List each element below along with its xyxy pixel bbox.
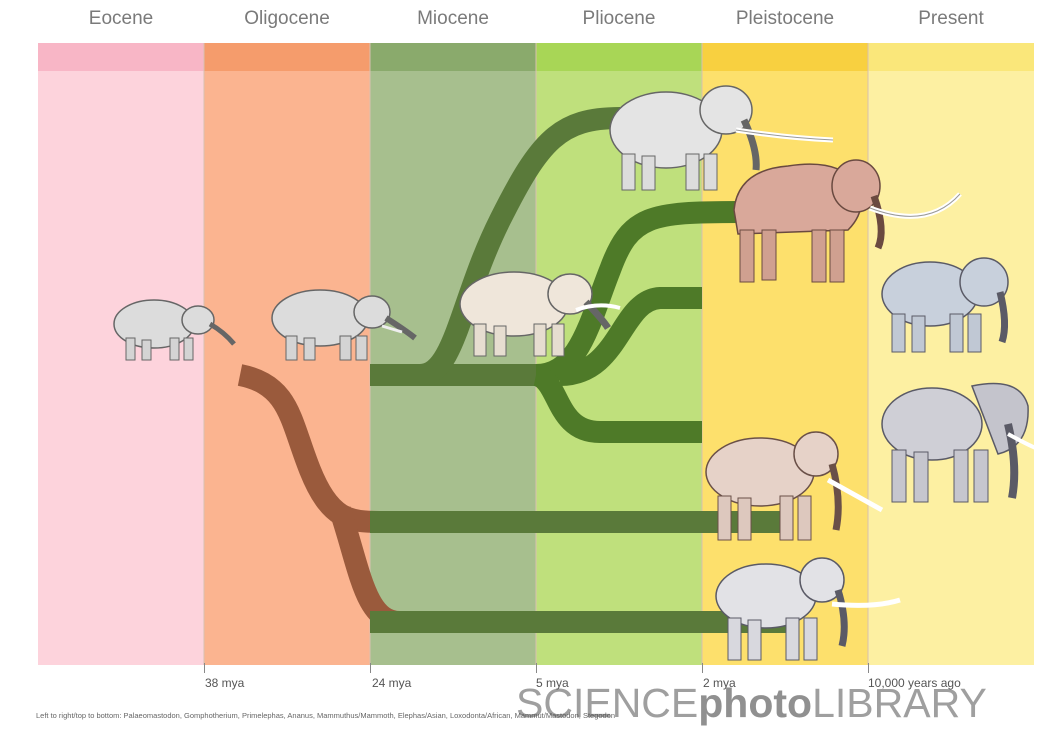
era-header-present bbox=[868, 43, 1034, 71]
era-label-pliocene: Pliocene bbox=[536, 8, 702, 30]
era-header-pliocene bbox=[536, 43, 702, 71]
tick-24-mya bbox=[370, 663, 371, 673]
era-band-present bbox=[868, 43, 1034, 665]
watermark-part3: LIBRARY bbox=[812, 680, 987, 726]
era-label-pleistocene: Pleistocene bbox=[702, 8, 868, 30]
tick-2-mya bbox=[702, 663, 703, 673]
era-label-oligocene: Oligocene bbox=[204, 8, 370, 30]
era-label-miocene: Miocene bbox=[370, 8, 536, 30]
watermark-part2: photo bbox=[698, 680, 812, 726]
era-header-miocene bbox=[370, 43, 536, 71]
tick-5-mya bbox=[536, 663, 537, 673]
era-header-oligocene bbox=[204, 43, 370, 71]
era-header-pleistocene bbox=[702, 43, 868, 71]
time-label-38-mya: 38 mya bbox=[205, 676, 244, 690]
tick-10000-years bbox=[868, 663, 869, 673]
era-label-present: Present bbox=[868, 8, 1034, 30]
tick-38-mya bbox=[204, 663, 205, 673]
era-header-eocene bbox=[38, 43, 204, 71]
watermark-part1: SCIENCE bbox=[516, 680, 698, 726]
african-elephant-icon bbox=[882, 384, 1036, 503]
era-label-eocene: Eocene bbox=[38, 8, 204, 30]
watermark: SCIENCEphotoLIBRARY bbox=[516, 680, 987, 727]
time-label-24-mya: 24 mya bbox=[372, 676, 411, 690]
